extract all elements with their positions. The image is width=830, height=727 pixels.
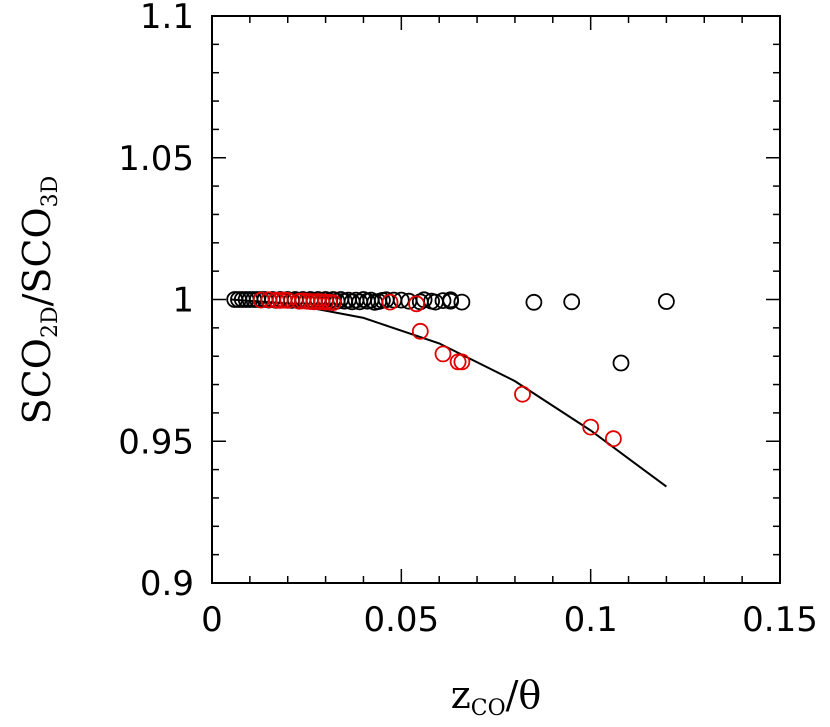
y-tick-label: 0.9 [140, 564, 194, 604]
y-axis-label: SCO2D/SCO3D [15, 176, 63, 425]
x-label-main: z [451, 673, 471, 717]
black-data-point [392, 291, 410, 309]
x-tick-labels: 0 0.05 0.1 0.15 [201, 600, 818, 640]
black-data-point [434, 292, 452, 310]
red-data-point [582, 418, 600, 436]
black-data-point [612, 354, 630, 372]
red-data-point [514, 385, 531, 403]
y-label-num: SCO [15, 338, 59, 424]
x-tick-label: 0.15 [742, 600, 818, 640]
y-tick-label: 0.95 [118, 422, 194, 462]
y-label-num-sub: 2D [38, 306, 63, 338]
red-data-point [449, 353, 467, 371]
red-data-point [324, 294, 342, 312]
black-data-point [453, 293, 471, 311]
red-data-point [411, 322, 429, 340]
red-data-point [453, 353, 471, 371]
black-data-point [658, 293, 675, 310]
axis-ticks [211, 15, 781, 584]
x-tick-label: 0.1 [564, 600, 618, 640]
x-label-suffix: /θ [506, 673, 542, 717]
x-label-subscript: CO [471, 696, 506, 721]
x-tick-label: 0.05 [363, 600, 439, 640]
black-data-point [563, 293, 581, 311]
y-tick-labels: 0.9 0.95 1 1.05 1.1 [118, 0, 194, 604]
red-data-point [381, 293, 399, 311]
y-label-den-sub: 3D [38, 176, 63, 208]
y-label-den: SCO [15, 207, 59, 293]
x-tick-label: 0 [201, 600, 223, 640]
black-data-point [525, 293, 543, 311]
y-tick-label: 1.05 [118, 139, 194, 179]
red-data-point [434, 345, 452, 363]
red-data-point [605, 430, 622, 448]
data-markers [226, 291, 675, 448]
plot-frame [211, 15, 781, 584]
y-tick-label: 1.1 [140, 0, 194, 37]
x-axis-label: zCO/θ [451, 673, 542, 721]
y-tick-label: 1 [172, 281, 194, 321]
fit-line [230, 298, 667, 488]
black-data-point [442, 291, 460, 309]
fit-curve [230, 298, 667, 488]
red-data-point [408, 295, 425, 313]
